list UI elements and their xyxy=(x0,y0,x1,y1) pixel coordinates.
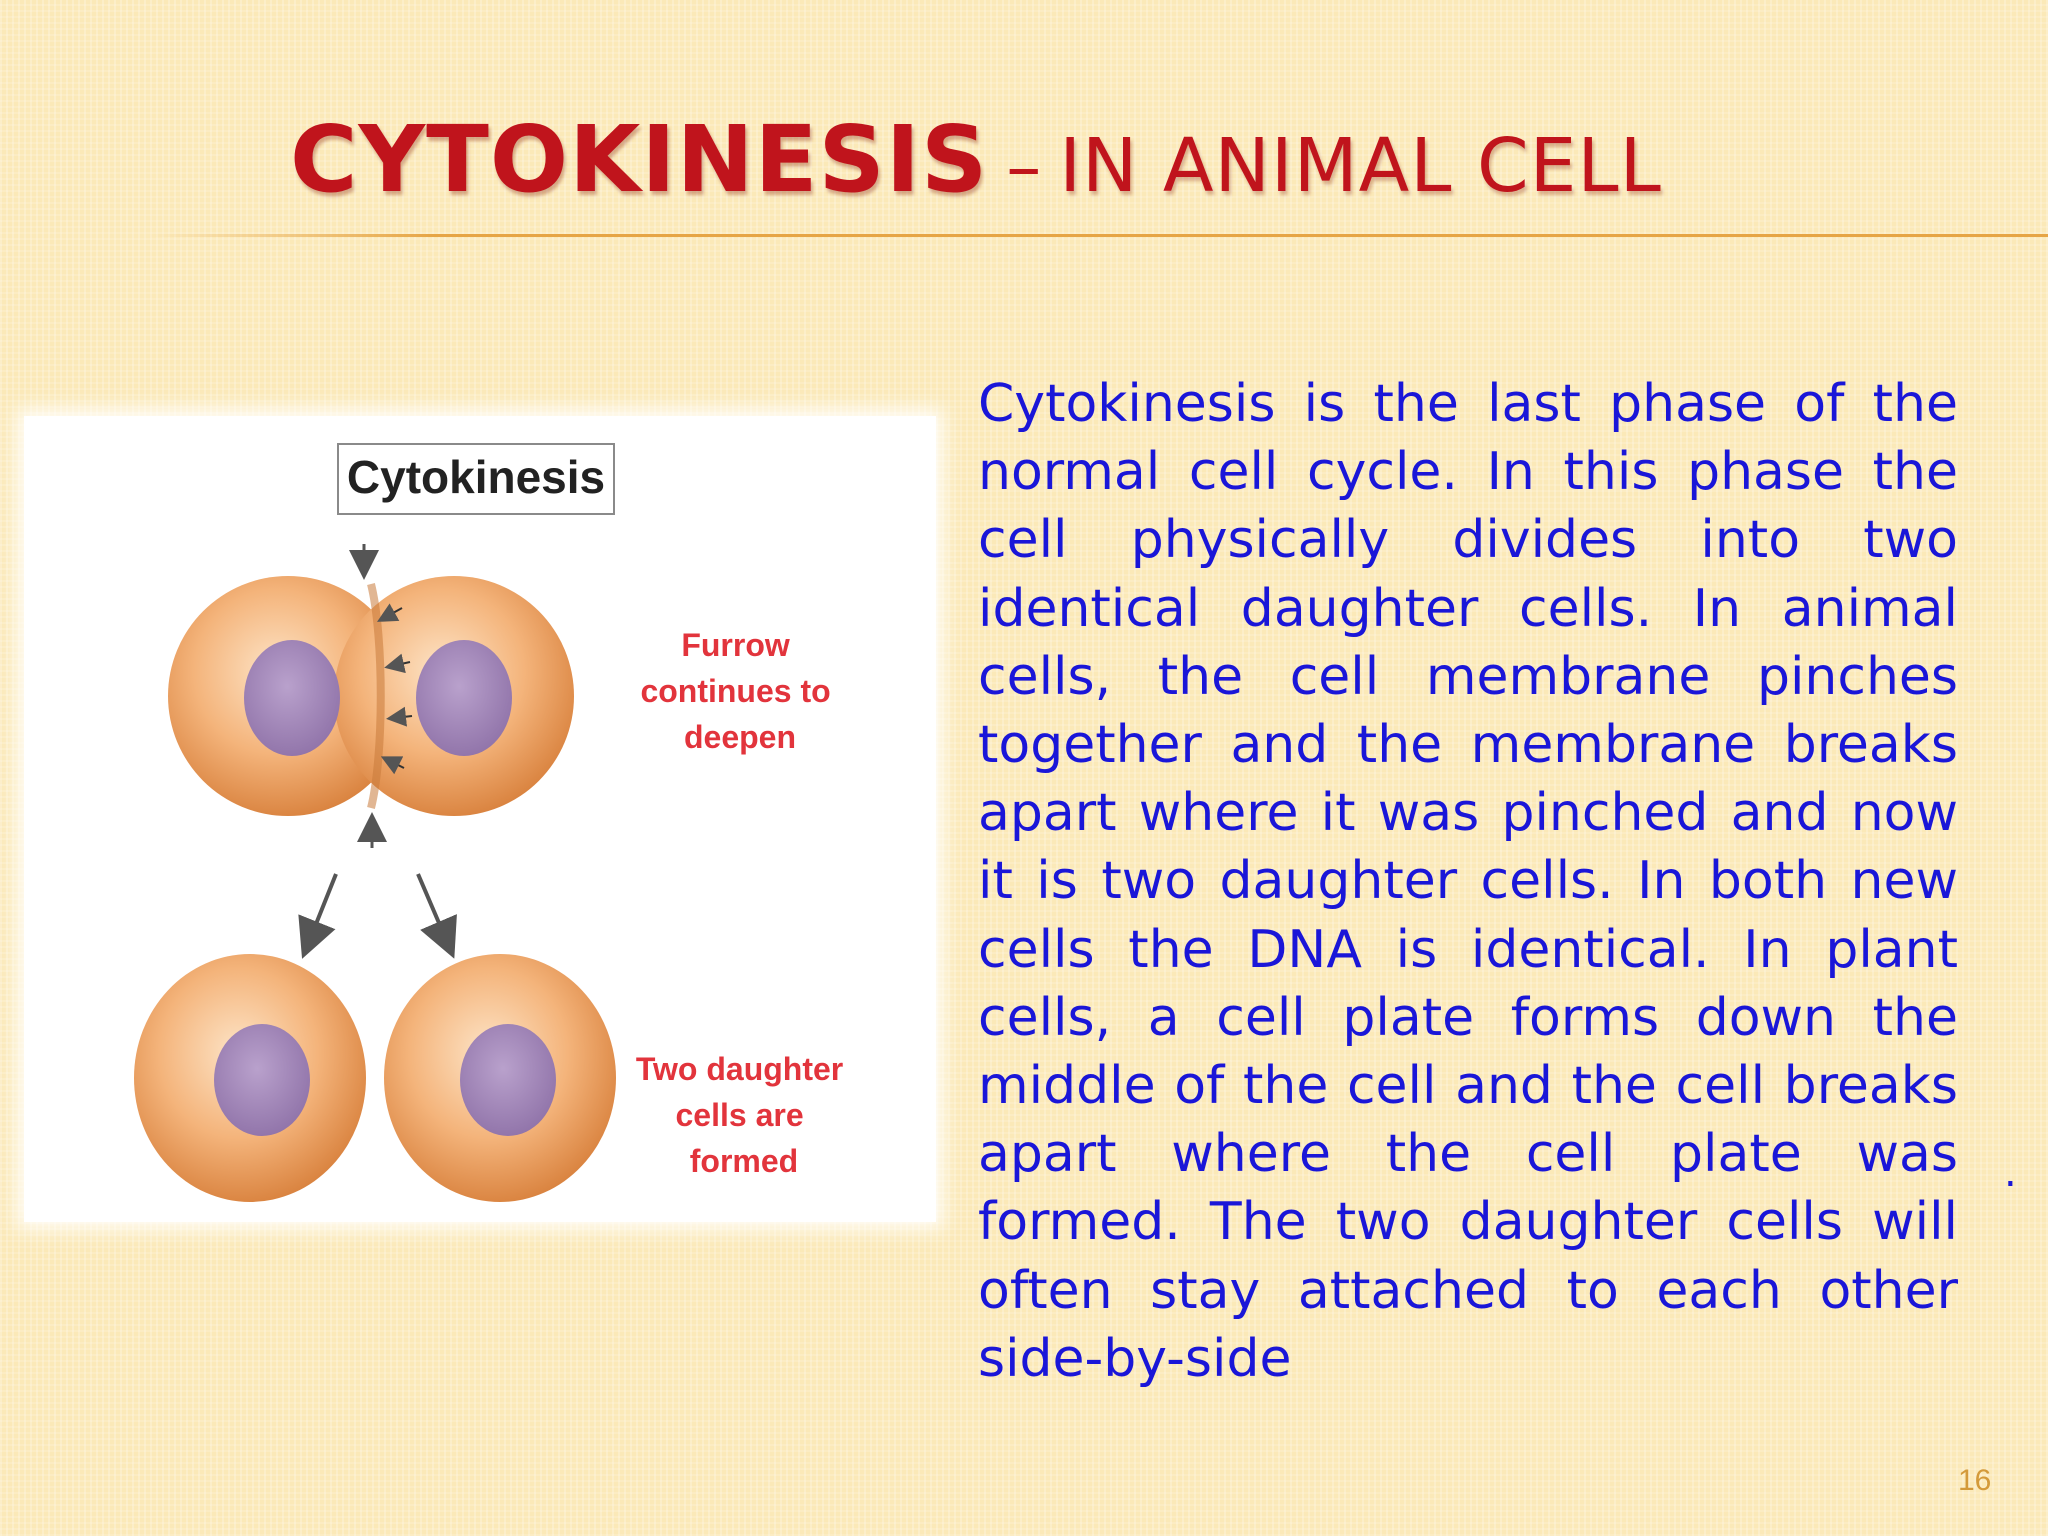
label-daughters-line: cells are xyxy=(676,1097,804,1133)
daughter-nucleus-left xyxy=(214,1024,310,1136)
page-number: 16 xyxy=(1958,1464,1992,1497)
label-furrow-line: deepen xyxy=(684,719,796,755)
label-daughters-line: formed xyxy=(690,1143,798,1179)
arrow-to-right-daughter xyxy=(416,873,457,959)
title-subtitle: IN ANIMAL CELL xyxy=(1059,123,1662,209)
arrow-to-left-daughter xyxy=(298,873,338,959)
dividing-cell xyxy=(168,576,574,816)
cleavage-furrow xyxy=(367,583,385,809)
label-daughters: Two daughter cells are formed xyxy=(636,1051,852,1179)
title-separator: – xyxy=(1006,126,1042,208)
furrow-tick xyxy=(380,756,405,775)
furrow-tick xyxy=(377,603,403,622)
stray-dot: . xyxy=(2004,1150,2017,1196)
title-divider xyxy=(150,234,2048,237)
furrow-tick xyxy=(384,653,411,674)
diagram-svg: Cytokinesis Furrow continues to deepen xyxy=(134,443,852,1202)
slide-title: CYTOKINESIS–IN ANIMAL CELL xyxy=(290,100,1662,220)
heading-box xyxy=(337,443,615,515)
daughter-cell-right xyxy=(384,954,616,1202)
nucleus-right xyxy=(416,640,512,756)
figure-heading: Cytokinesis xyxy=(347,451,605,503)
title-main: CYTOKINESIS xyxy=(290,106,989,213)
label-furrow: Furrow continues to deepen xyxy=(640,627,839,755)
daughter-cell-left xyxy=(134,954,366,1202)
daughter-nucleus-right xyxy=(460,1024,556,1136)
label-furrow-line: Furrow xyxy=(681,627,790,663)
furrow-tick xyxy=(386,706,413,727)
label-furrow-line: continues to xyxy=(640,673,830,709)
nucleus-left xyxy=(244,640,340,756)
label-daughters-line: Two daughter xyxy=(636,1051,843,1087)
body-paragraph: Cytokinesis is the last phase of the nor… xyxy=(978,374,1958,1389)
cytokinesis-diagram: Cytokinesis Furrow continues to deepen xyxy=(24,416,936,1222)
